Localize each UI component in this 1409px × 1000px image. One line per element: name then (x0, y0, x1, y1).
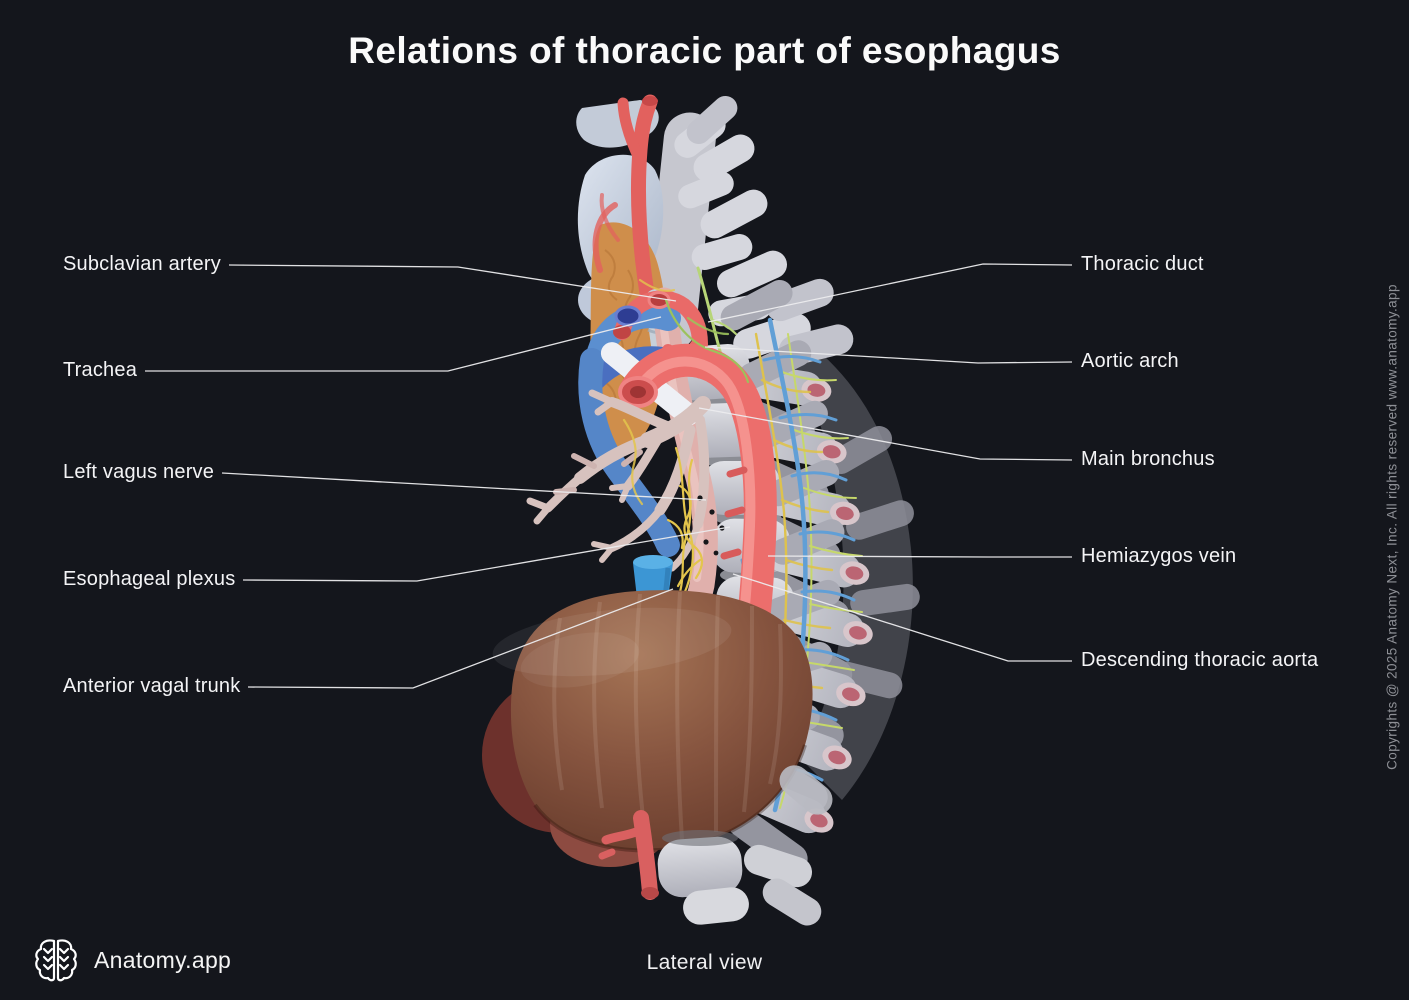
label-thoracic-duct: Thoracic duct (1081, 253, 1204, 275)
label-hemiazygos-vein: Hemiazygos vein (1081, 545, 1237, 567)
label-descending-thoracic-aorta: Descending thoracic aorta (1081, 649, 1319, 671)
label-aortic-arch: Aortic arch (1081, 350, 1179, 372)
brand[interactable]: Anatomy.app (33, 937, 231, 983)
brain-icon (35, 939, 77, 982)
carotid-arteries (592, 94, 658, 308)
label-subclavian-artery: Subclavian artery (63, 253, 221, 275)
page-title: Relations of thoracic part of esophagus (348, 30, 1061, 71)
label-main-bronchus: Main bronchus (1081, 448, 1215, 470)
copyright-text: Copyrights @ 2025 Anatomy Next, Inc. All… (1384, 284, 1400, 770)
label-trachea: Trachea (63, 359, 138, 381)
brand-name: Anatomy.app (94, 946, 232, 973)
lumbar-vertebrae (657, 765, 833, 926)
carotid-cut-face (642, 96, 658, 106)
label-esophageal-plexus: Esophageal plexus (63, 568, 236, 590)
view-label: Lateral view (646, 951, 763, 974)
label-left-vagus-nerve: Left vagus nerve (63, 461, 215, 483)
abdominal-aorta (598, 810, 659, 900)
label-anterior-vagal-trunk: Anterior vagal trunk (63, 675, 241, 697)
